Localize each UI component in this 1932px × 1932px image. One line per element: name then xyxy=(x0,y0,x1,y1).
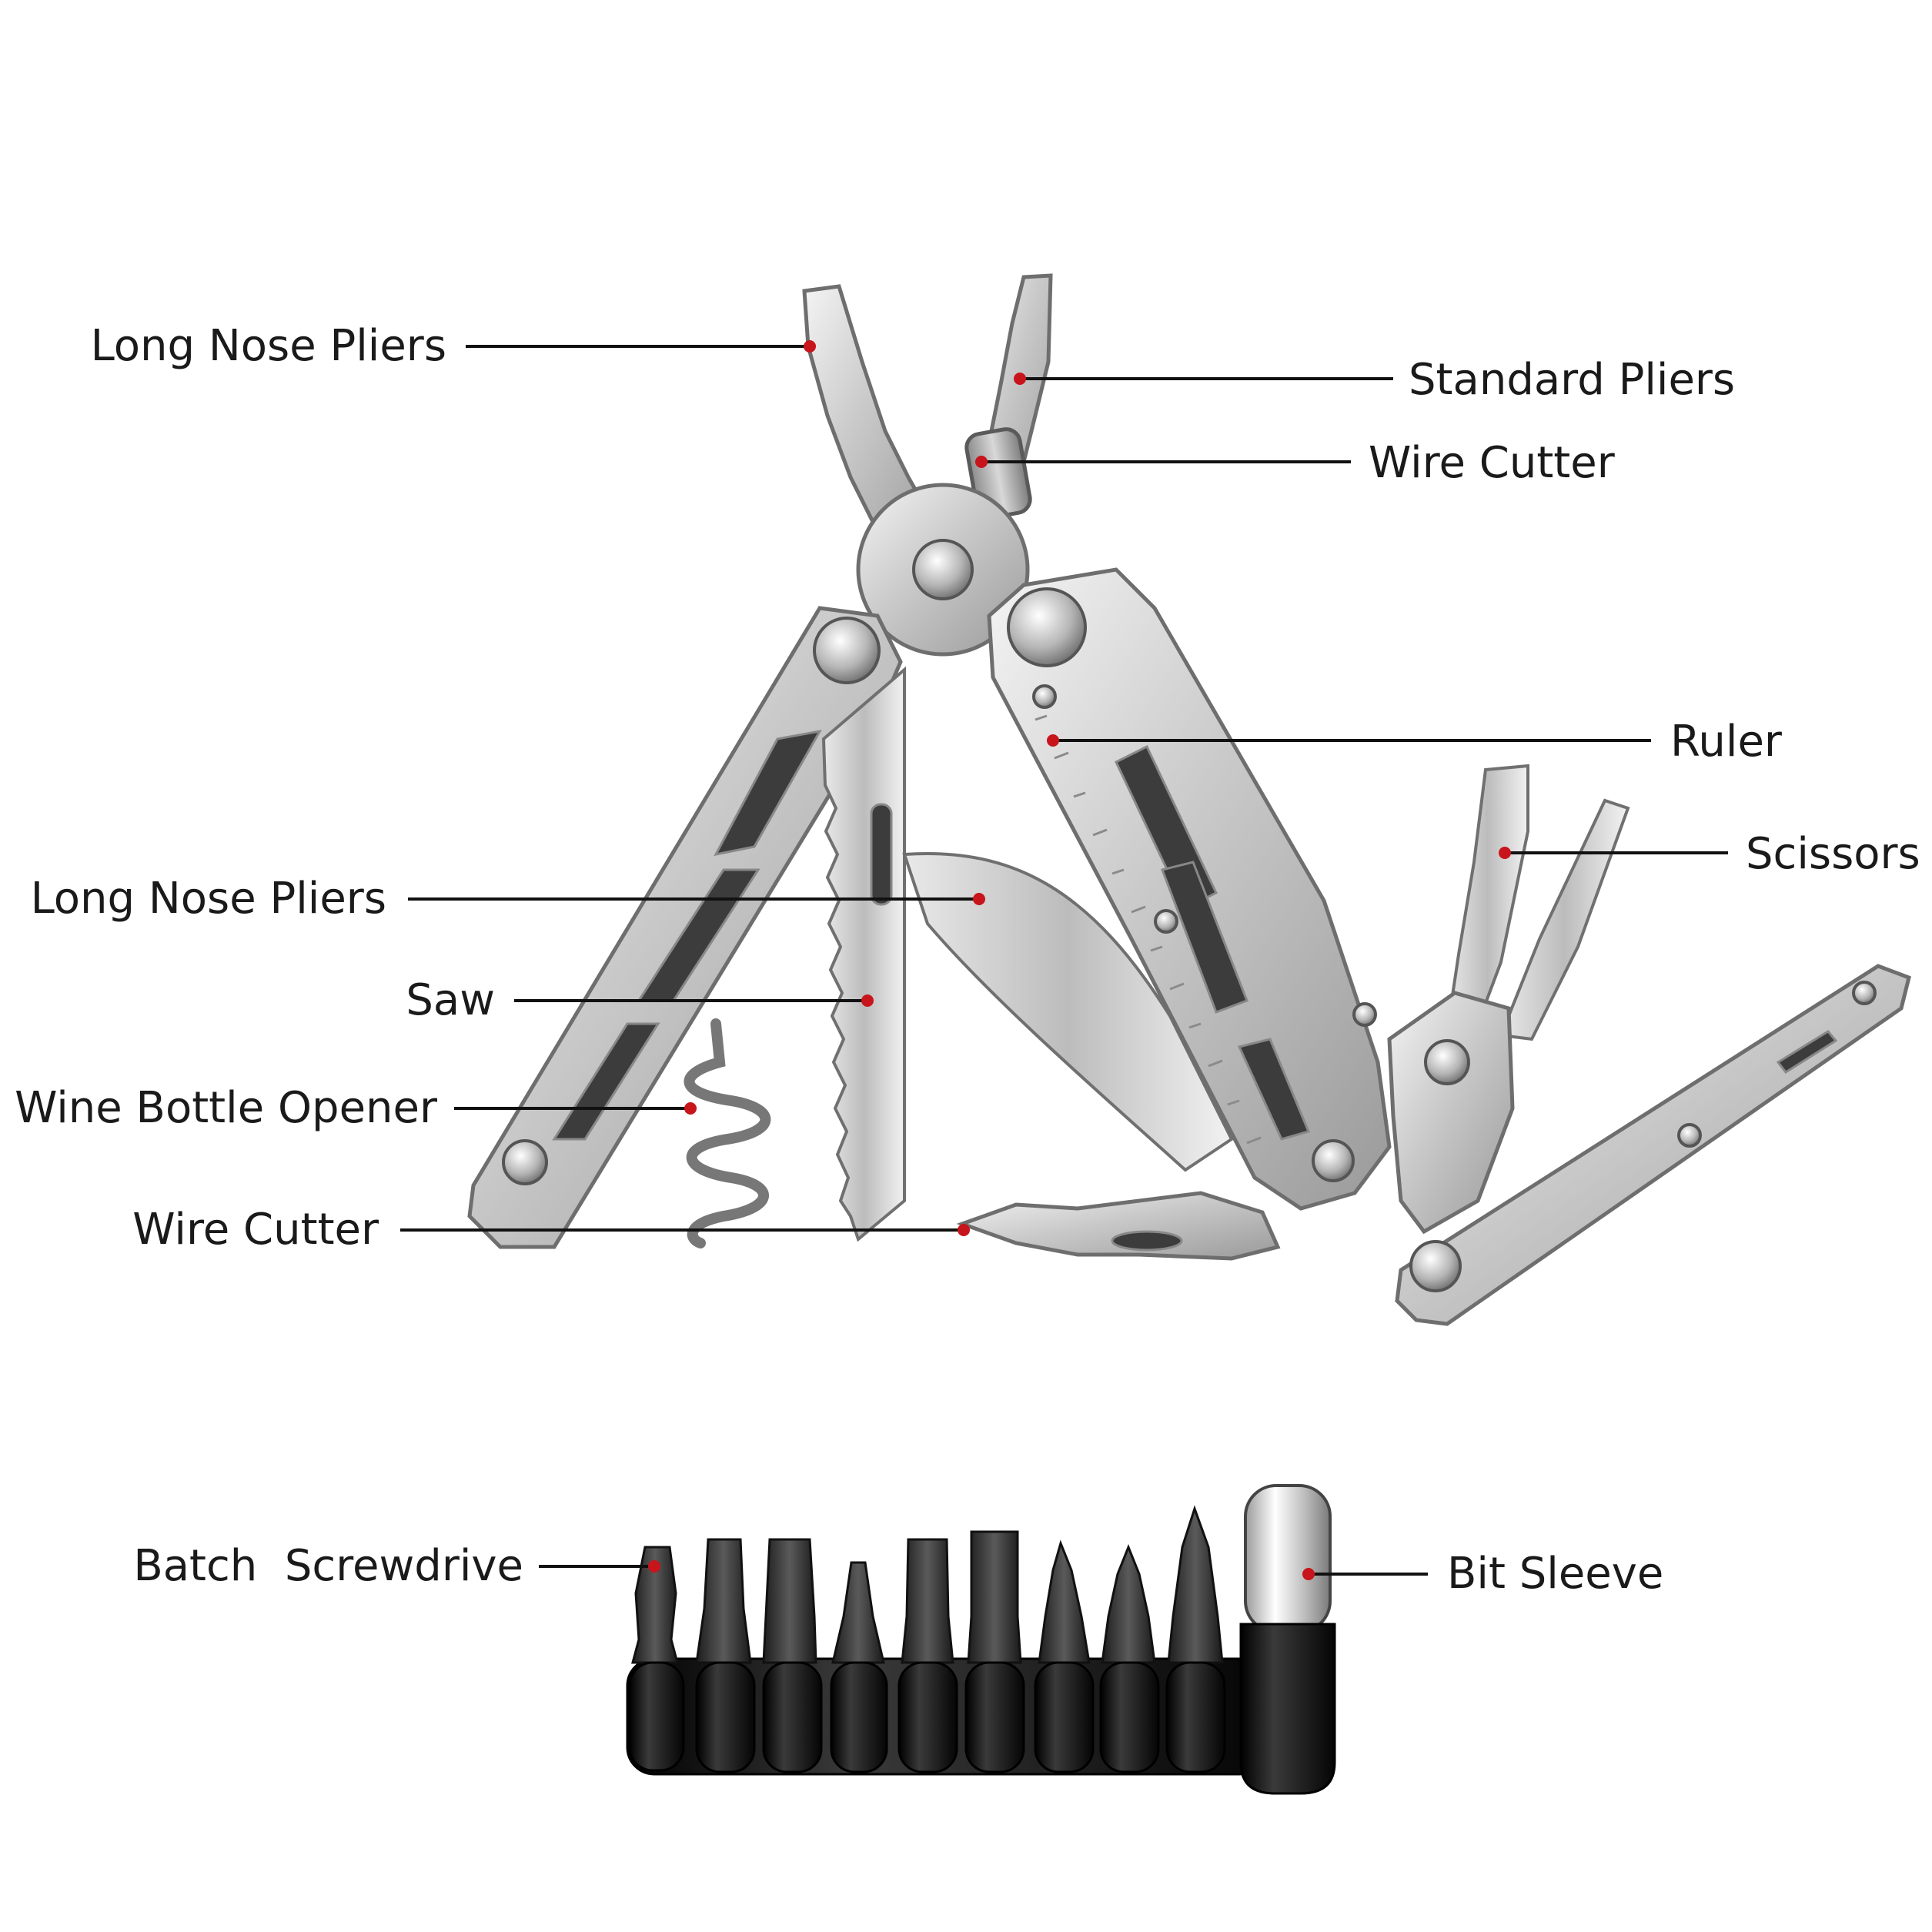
bit-5 xyxy=(897,1538,958,1773)
bit-set xyxy=(626,1484,1336,1795)
dot-scissors xyxy=(1499,847,1511,859)
label-scissors: Scissors xyxy=(1746,829,1920,879)
dot-long-nose-pliers-mid xyxy=(973,893,985,905)
saw-blade-slot xyxy=(870,803,893,906)
dot-long-nose-pliers-top xyxy=(804,340,816,353)
file-arm-mid-rivet xyxy=(1677,1123,1702,1148)
dot-ruler xyxy=(1047,734,1059,747)
right-handle-small-rivet xyxy=(1032,684,1057,709)
file-arm xyxy=(1395,964,1911,1326)
pliers-pivot-center xyxy=(912,539,974,600)
scissors-blade-left xyxy=(1445,764,1529,1034)
label-saw: Saw xyxy=(406,975,495,1025)
callout-labels: Long Nose Pliers Standard Pliers Wire Cu… xyxy=(15,321,1920,1599)
left-handle-slot-3 xyxy=(552,1022,660,1141)
ruler-markings xyxy=(1035,714,1262,1145)
knife-blade xyxy=(902,852,1234,1172)
file-arm-slot xyxy=(1776,1030,1838,1074)
dot-wire-cutter-bottom xyxy=(958,1224,970,1236)
dot-standard-pliers xyxy=(1014,373,1026,385)
right-handle-slot-2 xyxy=(1161,861,1248,1014)
bottom-wire-cutter-tool xyxy=(956,1191,1281,1261)
right-handle-top-rivet xyxy=(1007,587,1087,667)
right-handle-slot-3 xyxy=(1237,1038,1311,1141)
label-standard-pliers: Standard Pliers xyxy=(1409,355,1735,405)
bit-6 xyxy=(964,1530,1025,1773)
dot-saw xyxy=(861,994,874,1007)
bit-1 xyxy=(628,1546,685,1772)
scissors-pivot xyxy=(1424,1039,1470,1085)
dot-wine-bottle-opener xyxy=(684,1102,697,1115)
dot-batch-screwdrive xyxy=(648,1560,660,1573)
label-wine-bottle-opener: Wine Bottle Opener xyxy=(15,1083,438,1133)
label-long-nose-pliers-top: Long Nose Pliers xyxy=(91,321,446,371)
bit-9 xyxy=(1165,1505,1226,1773)
right-handle-bottom-rivet xyxy=(1312,1139,1355,1182)
bit-4 xyxy=(830,1561,888,1773)
bit-8 xyxy=(1099,1543,1160,1773)
right-handle-side-rivet xyxy=(1352,1002,1377,1027)
callout-dots xyxy=(648,340,1511,1580)
file-arm-end-rivet xyxy=(1852,981,1877,1005)
label-bit-sleeve: Bit Sleeve xyxy=(1447,1549,1663,1599)
multitool-illustration xyxy=(467,273,1911,1326)
right-handle-mid-rivet xyxy=(1154,909,1178,934)
corkscrew xyxy=(684,1018,771,1248)
bit-3 xyxy=(762,1538,823,1773)
label-wire-cutter-top: Wire Cutter xyxy=(1369,438,1616,488)
file-arm-pivot xyxy=(1409,1240,1462,1292)
leader-lines xyxy=(400,345,1728,1576)
bottom-tool-cutout xyxy=(1111,1230,1183,1252)
left-handle-top-rivet xyxy=(813,617,881,684)
bit-7 xyxy=(1034,1539,1095,1773)
dot-bit-sleeve xyxy=(1302,1568,1315,1580)
left-handle-bottom-rivet xyxy=(502,1139,548,1185)
dot-wire-cutter-top xyxy=(975,456,988,468)
bit-sleeve xyxy=(1239,1484,1336,1795)
bit-2 xyxy=(695,1538,756,1773)
scissors-blade-right xyxy=(1499,798,1630,1041)
label-batch-screwdrive: Batch Screwdrive xyxy=(133,1541,523,1591)
left-handle-slot-1 xyxy=(714,729,822,857)
label-ruler: Ruler xyxy=(1670,717,1783,767)
saw-blade xyxy=(821,666,906,1242)
label-wire-cutter-bottom: Wire Cutter xyxy=(132,1205,379,1255)
scissors-body xyxy=(1387,991,1515,1235)
label-long-nose-pliers-mid: Long Nose Pliers xyxy=(31,874,386,924)
